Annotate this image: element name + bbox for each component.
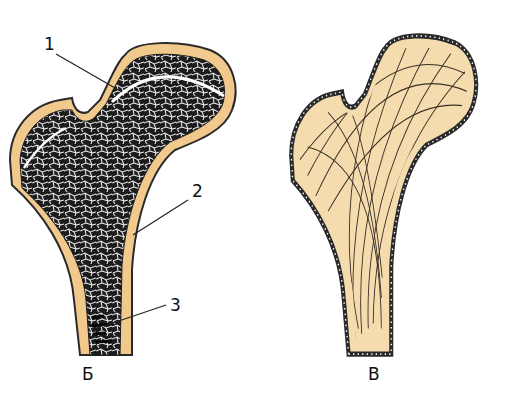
figure-letter: Б — [82, 366, 94, 383]
figure-letter: В — [368, 366, 380, 383]
callout-number: 3 — [170, 297, 181, 314]
callout-number: 1 — [44, 36, 55, 53]
bone-section — [10, 43, 236, 355]
callout-number: 2 — [192, 183, 203, 200]
bone-trajectories — [291, 36, 476, 354]
